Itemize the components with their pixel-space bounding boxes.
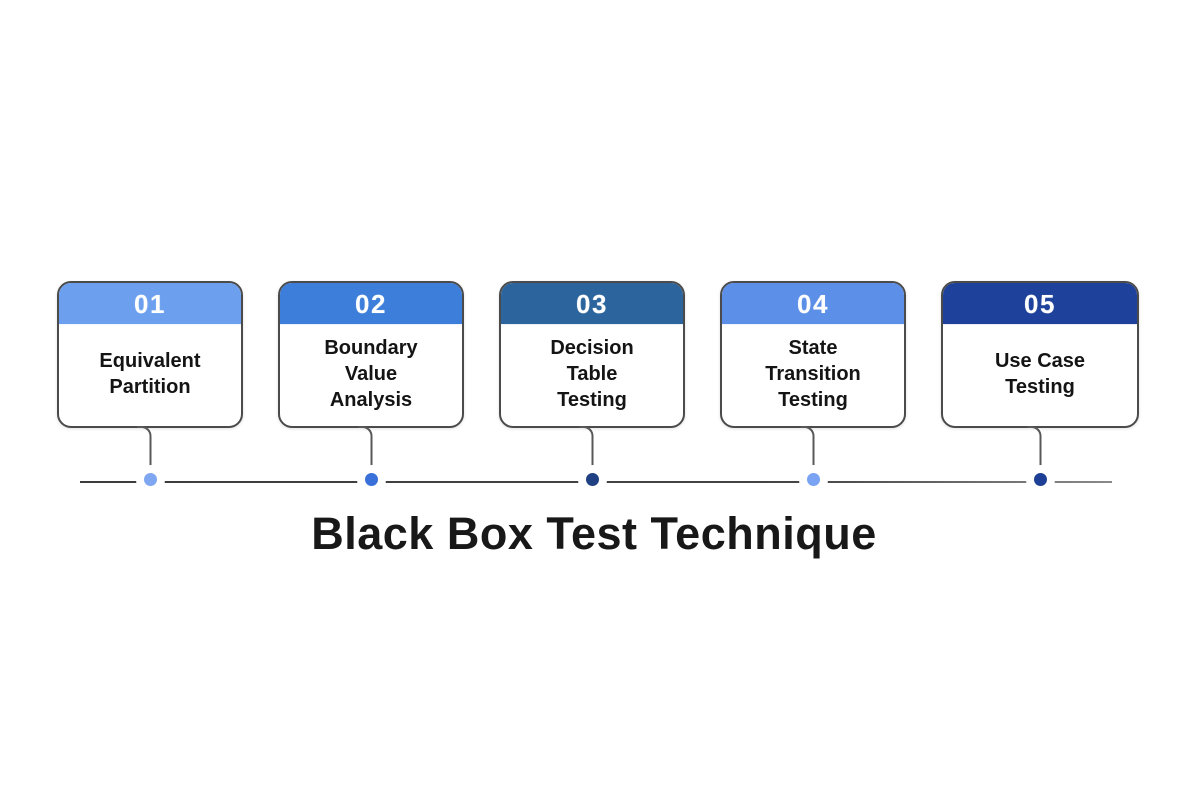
card-header: 04 [722,283,904,325]
card-label: Use Case Testing [994,349,1086,398]
step-column-2: 02 Boundary Value Analysis [278,281,464,486]
card-header: 05 [943,283,1137,325]
step-column-1: 01 Equivalent Partition [57,281,243,486]
card-number: 04 [797,288,829,319]
card-body: Use Case Testing [943,325,1137,426]
timeline-dot [585,473,599,486]
timeline-dot [806,473,820,486]
card-number: 03 [576,288,608,319]
step-card: 04 State Transition Testing [720,281,906,428]
card-number: 02 [355,288,387,319]
cards-row: 01 Equivalent Partition 02 Boundary Valu… [57,281,1139,486]
connector-stem [137,426,152,471]
card-label: Decision Table Testing [550,336,634,411]
step-card: 05 Use Case Testing [941,281,1139,428]
connector-stem [579,426,594,471]
card-label: Boundary Value Analysis [324,336,418,411]
timeline-dot [143,473,157,486]
diagram-title: Black Box Test Technique [311,508,877,559]
timeline-dot [364,473,378,486]
step-card: 02 Boundary Value Analysis [278,281,464,428]
card-label: Equivalent Partition [99,349,201,398]
step-column-5: 05 Use Case Testing [941,281,1139,486]
step-column-3: 03 Decision Table Testing [499,281,685,486]
card-header: 02 [280,283,462,325]
card-body: Equivalent Partition [59,325,241,426]
connector-stem [800,426,815,471]
step-card: 01 Equivalent Partition [57,281,243,428]
connector-stem [1027,426,1042,471]
card-body: Boundary Value Analysis [280,325,462,426]
card-header: 03 [501,283,683,325]
card-body: State Transition Testing [722,325,904,426]
step-column-4: 04 State Transition Testing [720,281,906,486]
card-body: Decision Table Testing [501,325,683,426]
card-number: 01 [134,288,166,319]
timeline-dot [1033,473,1047,486]
step-card: 03 Decision Table Testing [499,281,685,428]
card-label: State Transition Testing [765,336,861,411]
card-number: 05 [1024,288,1056,319]
connector-stem [358,426,373,471]
card-header: 01 [59,283,241,325]
